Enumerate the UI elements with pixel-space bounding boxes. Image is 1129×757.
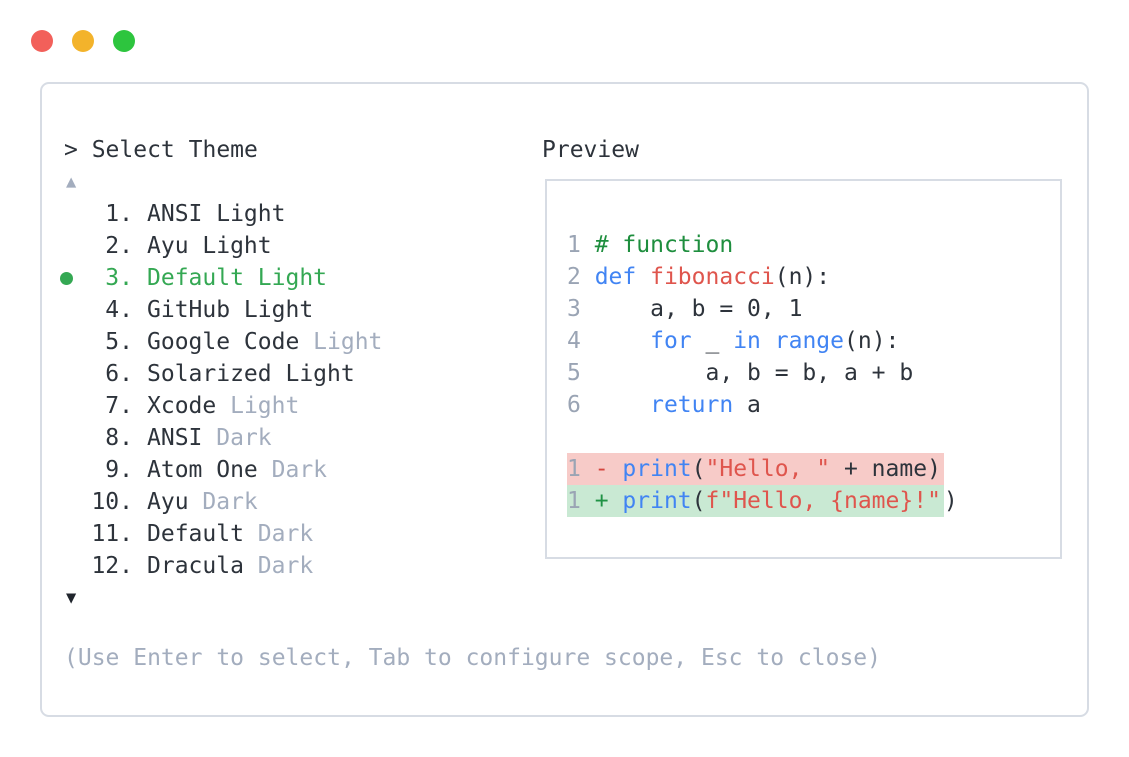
code-line: 3 a, b = 0, 1 (567, 296, 803, 322)
theme-list: 1. ANSI Light 2. Ayu Light 3. Default Light 4.… (60, 198, 382, 582)
blank-line (567, 421, 1060, 453)
theme-name: GitHub Light (147, 297, 314, 323)
theme-list-item[interactable]: 12. Dracula Dark (64, 550, 382, 582)
code-line: 2 def fibonacci(n): (567, 264, 831, 290)
help-text: (Use Enter to select, Tab to configure s… (64, 645, 881, 671)
theme-name: ANSI Light (147, 201, 286, 227)
theme-number: 1. (105, 201, 133, 227)
diff-line-removed: 1 - print("Hello, " + name) (567, 453, 1060, 485)
code-line: 1 # function (567, 232, 734, 258)
theme-list-item[interactable]: 8. ANSI Dark (64, 422, 382, 454)
scroll-down-icon[interactable]: ▼ (66, 588, 77, 608)
window-controls (31, 30, 135, 52)
theme-name: Ayu Dark (147, 489, 258, 515)
theme-number: 3. (105, 265, 133, 291)
theme-list-item[interactable]: 7. Xcode Light (64, 390, 382, 422)
preview-pane: 1 # function 2 def fibonacci(n): 3 a, b = … (545, 179, 1062, 559)
theme-list-item[interactable]: 11. Default Dark (64, 518, 382, 550)
theme-variant: Dark (202, 489, 258, 515)
theme-name: Default Light (147, 265, 328, 291)
theme-number: 6. (105, 361, 133, 387)
line-number: 3 (567, 296, 595, 322)
scroll-up-icon[interactable]: ▲ (66, 172, 77, 192)
theme-name: Google Code Light (147, 329, 383, 355)
theme-variant: Light (230, 393, 300, 419)
diff-line-added: 1 + print(f"Hello, {name}!") (567, 485, 1060, 517)
theme-list-item[interactable]: 10. Ayu Dark (64, 486, 382, 518)
theme-number: 10. (91, 489, 133, 515)
code-line: 5 a, b = b, a + b (567, 360, 914, 386)
line-number: 1 (567, 232, 595, 258)
theme-variant: Dark (216, 425, 272, 451)
theme-name: Ayu Light (147, 233, 272, 259)
theme-variant: Dark (257, 521, 314, 547)
theme-number: 9. (105, 457, 133, 483)
theme-number: 8. (105, 425, 133, 451)
diff-highlight: 1 + print(f"Hello, {name}!" (567, 485, 944, 517)
theme-number: 2. (105, 233, 133, 259)
theme-list-item[interactable]: 5. Google Code Light (64, 326, 382, 358)
minimize-icon[interactable] (72, 30, 94, 52)
theme-name: Solarized Light (147, 361, 355, 387)
line-number: 2 (567, 264, 595, 290)
line-number: 4 (567, 328, 595, 354)
theme-number: 5. (105, 329, 133, 355)
theme-number: 11. (91, 521, 133, 547)
theme-list-item[interactable]: 9. Atom One Dark (64, 454, 382, 486)
theme-number: 4. (105, 297, 133, 323)
theme-variant: Light (313, 329, 383, 355)
theme-name: Default Dark (147, 521, 314, 547)
code-line: 6 return a (567, 392, 761, 418)
line-number: 1 (567, 488, 595, 514)
theme-list-item[interactable]: 4. GitHub Light (64, 294, 382, 326)
theme-name: Xcode Light (147, 393, 300, 419)
theme-number: 7. (105, 393, 133, 419)
theme-picker-dialog: > Select Theme ▲ 1. ANSI Light 2. Ayu Light… (40, 82, 1089, 717)
selected-dot-icon (60, 271, 78, 285)
select-theme-prompt: > Select Theme (64, 137, 258, 163)
theme-variant: Dark (257, 553, 314, 579)
code-sample: 1 # function 2 def fibonacci(n): 3 a, b = … (547, 181, 1060, 517)
theme-number: 12. (91, 553, 133, 579)
line-number: 1 (567, 456, 595, 482)
line-number: 6 (567, 392, 595, 418)
zoom-icon[interactable] (113, 30, 135, 52)
theme-list-item[interactable]: 6. Solarized Light (64, 358, 382, 390)
theme-variant: Dark (271, 457, 328, 483)
close-icon[interactable] (31, 30, 53, 52)
theme-list-item[interactable]: 3. Default Light (60, 262, 382, 294)
theme-name: Dracula Dark (147, 553, 314, 579)
theme-name: Atom One Dark (147, 457, 328, 483)
diff-highlight: 1 - print("Hello, " + name) (567, 453, 944, 485)
preview-title: Preview (542, 137, 639, 163)
theme-list-item[interactable]: 1. ANSI Light (64, 198, 382, 230)
theme-name: ANSI Dark (147, 425, 272, 451)
theme-list-item[interactable]: 2. Ayu Light (64, 230, 382, 262)
line-number: 5 (567, 360, 595, 386)
code-line: 4 for _ in range(n): (567, 328, 900, 354)
